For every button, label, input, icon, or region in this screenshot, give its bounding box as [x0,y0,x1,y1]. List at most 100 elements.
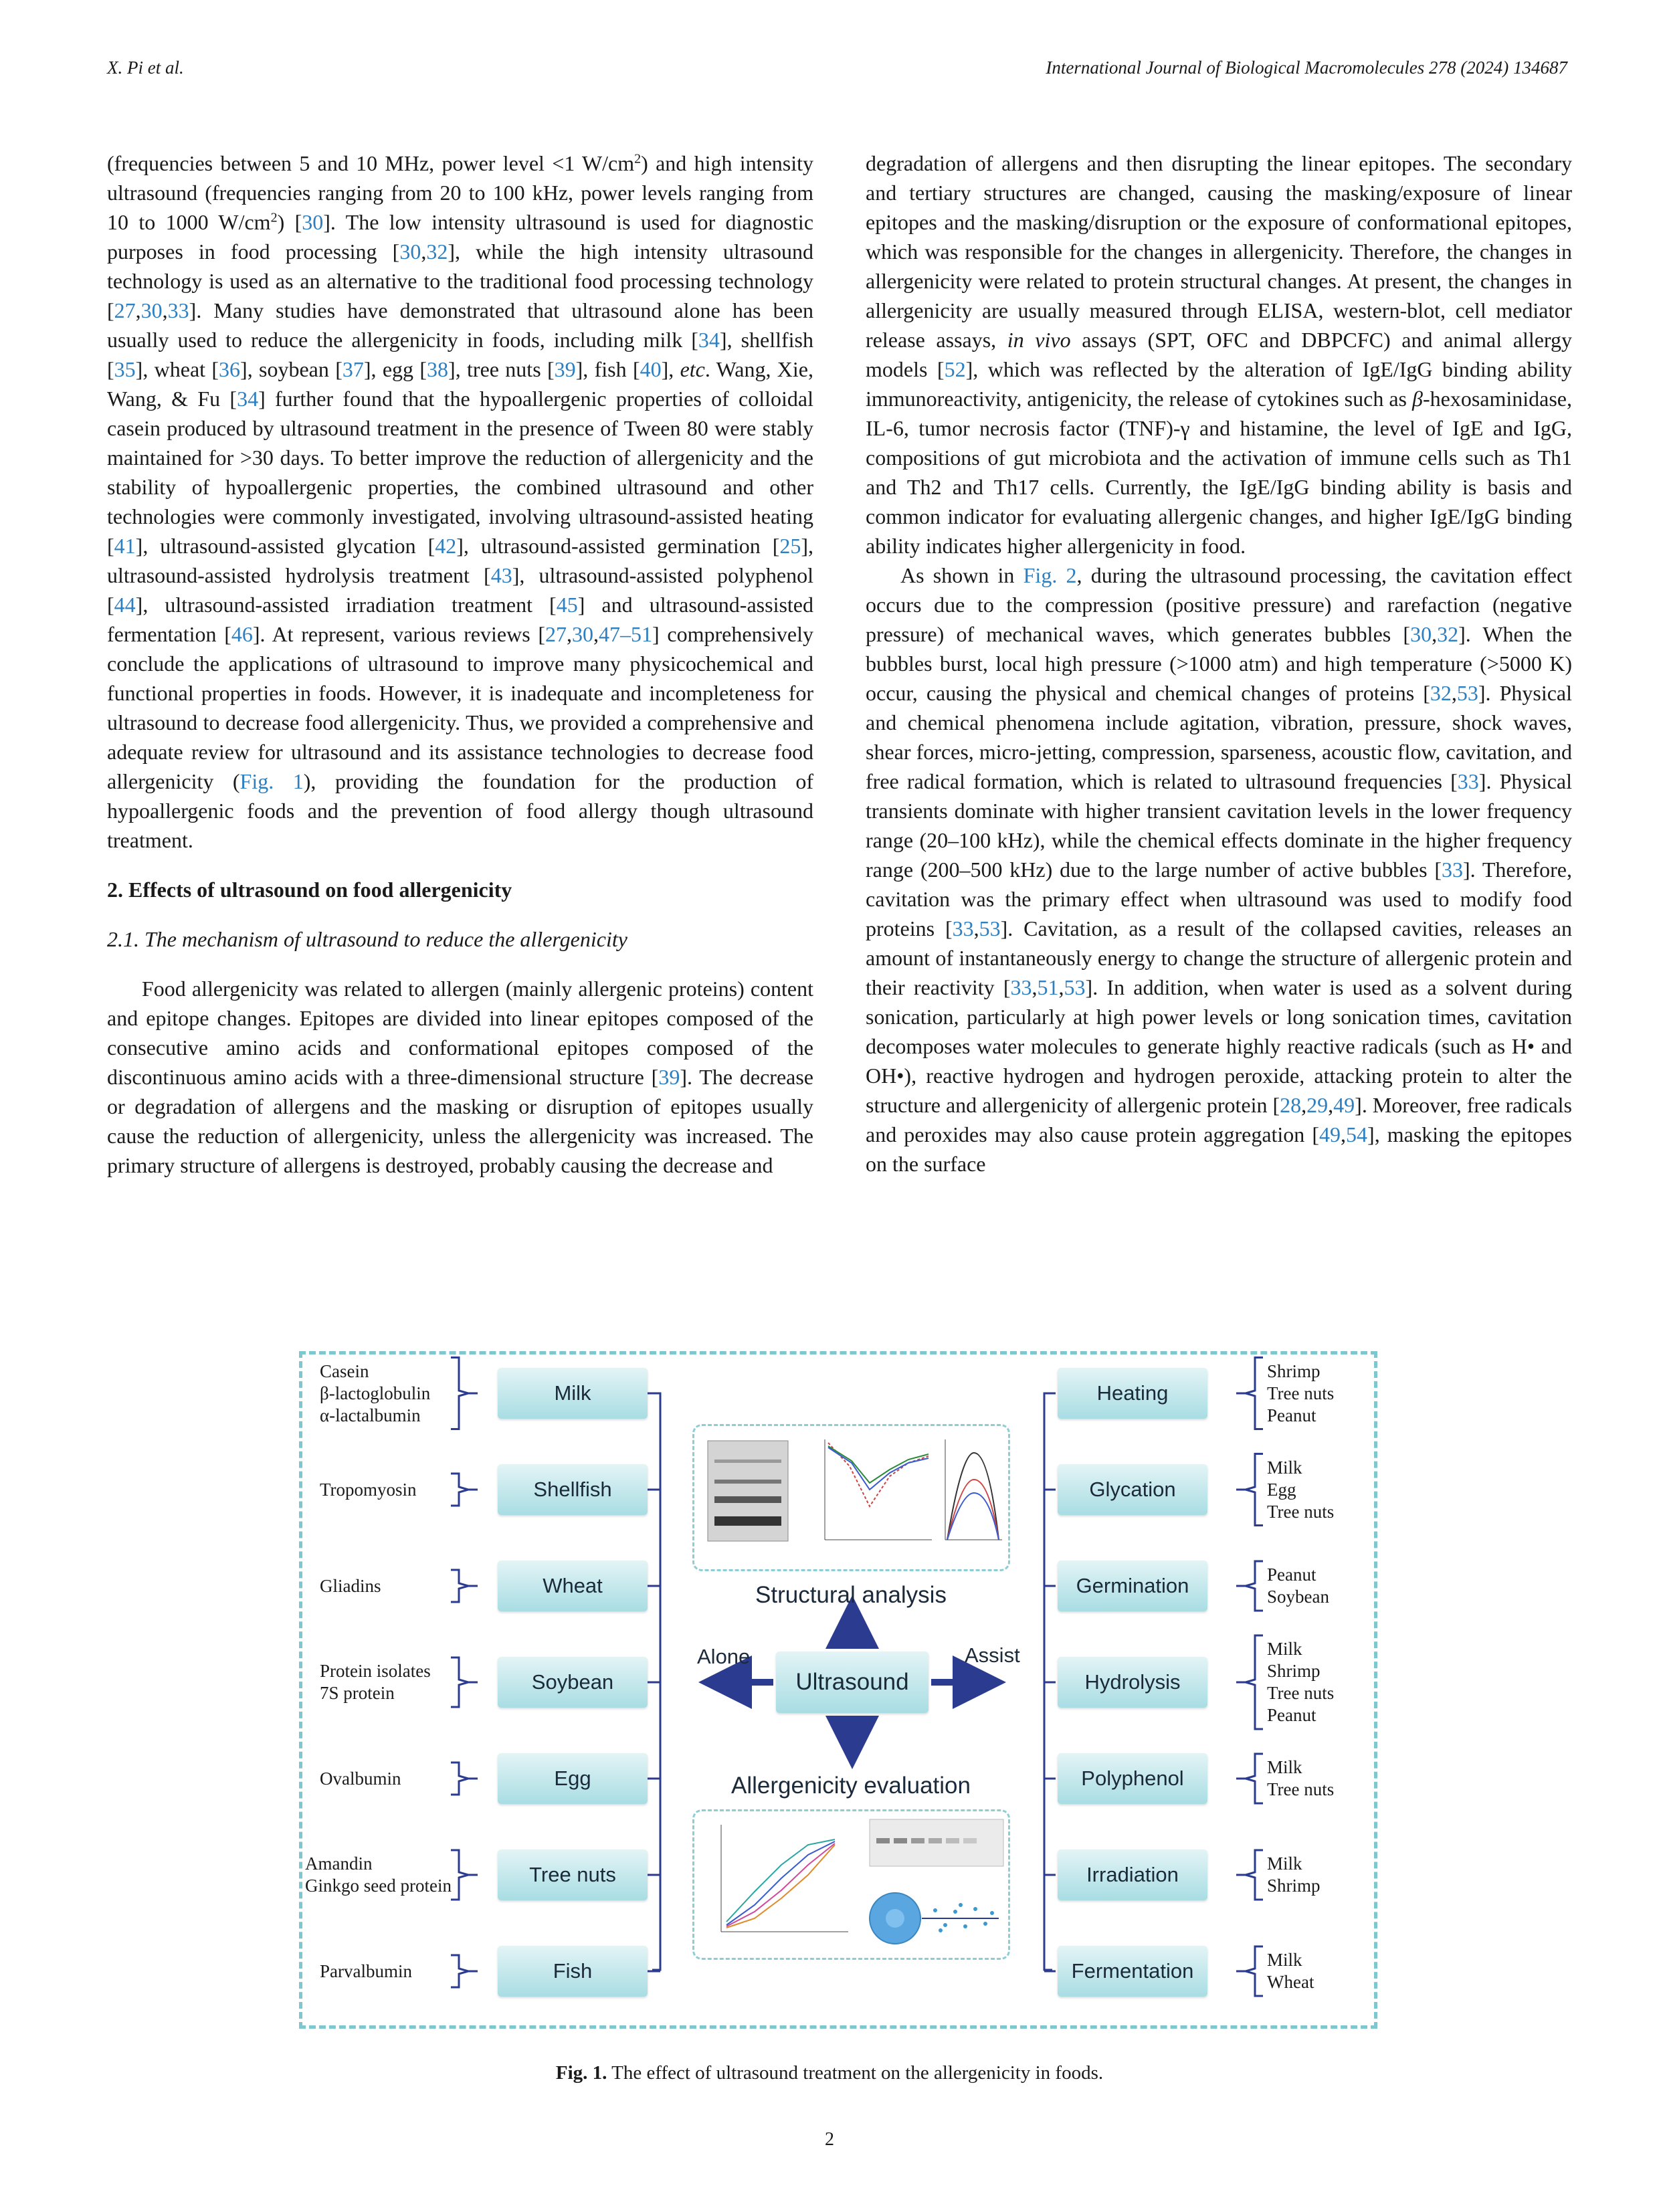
target-brace [1236,1356,1263,1430]
citation-link[interactable]: 34 [237,387,259,411]
subsection-heading: 2.1. The mechanism of ultrasound to redu… [107,927,627,951]
citation-link[interactable]: 32 [426,239,448,264]
citation-link[interactable]: 30 [302,210,324,234]
allergen-name: Ovalbumin [320,1768,401,1789]
citation-link[interactable]: 30 [399,239,421,264]
blot-band [929,1838,942,1843]
citation-link[interactable]: 53 [1456,681,1478,705]
citation-link[interactable]: 39 [554,357,576,381]
citation-link[interactable]: 25 [779,534,801,558]
allergen-brace [451,1356,478,1430]
food-box-soybean: Soybean [498,1657,648,1708]
food-box-tree-nuts: Tree nuts [498,1849,648,1900]
gel-band [714,1480,781,1484]
inhibition-curve [726,1839,836,1922]
method-box-hydrolysis: Hydrolysis [1058,1657,1207,1708]
citation-link[interactable]: 45 [556,593,578,617]
citation-link[interactable]: 27 [545,622,567,646]
left-column: (frequencies between 5 and 10 MHz, power… [107,148,813,1180]
paragraph: (frequencies between 5 and 10 MHz, power… [107,151,814,852]
target-brace [1236,1849,1263,1901]
target-food-name: Milk [1267,1639,1302,1659]
citation-link[interactable]: 40 [640,357,662,381]
citation-link[interactable]: 36 [219,357,241,381]
target-food-name: Soybean [1267,1587,1329,1607]
blot-band [946,1838,959,1843]
allergen-name: α-lactalbumin [320,1405,421,1425]
allergen-name: Ginkgo seed protein [305,1876,452,1896]
citation-link[interactable]: 49 [1319,1122,1341,1146]
allergenicity-plots [720,1819,1004,1944]
allergen-list: Ovalbumin [320,1768,401,1790]
citation-link[interactable]: 41 [114,534,136,558]
citation-link[interactable]: 53 [979,916,1001,940]
citation-link[interactable]: 52 [944,357,966,381]
alone-label: Alone [697,1645,751,1668]
structural-analysis-plots [707,1439,1002,1542]
target-food-name: Wheat [1267,1972,1314,1992]
citation-link[interactable]: 43 [490,563,512,587]
citation-link[interactable]: 33 [1442,858,1464,882]
citation-link[interactable]: 46 [231,622,253,646]
target-brace [1236,1453,1263,1526]
gel-band [714,1460,781,1463]
citation-link[interactable]: 53 [1064,975,1086,999]
citation-link[interactable]: 32 [1437,622,1459,646]
citation-link[interactable]: 49 [1333,1093,1355,1117]
allergen-name: β-lactoglobulin [320,1383,431,1403]
left-collector-line [652,1392,662,1971]
food-box-egg: Egg [498,1753,648,1804]
running-authors: X. Pi et al. [107,58,184,78]
citation-link[interactable]: 30 [140,298,163,322]
diagram-connectors [451,1356,1263,1997]
target-food-name: Shrimp [1267,1661,1321,1681]
cd-spectrum-curve [827,1445,929,1484]
figure-link[interactable]: Fig. 2 [1023,563,1077,587]
citation-link[interactable]: 42 [435,534,457,558]
allergen-brace [451,1656,478,1708]
cd-spectrum-curve [827,1447,929,1491]
right-collector-line [1043,1392,1052,1971]
citation-link[interactable]: 51 [1037,975,1059,999]
target-food-name: Tree nuts [1267,1683,1335,1703]
citation-link[interactable]: 29 [1306,1093,1329,1117]
citation-link[interactable]: 47–51 [599,622,653,646]
citation-link[interactable]: 39 [658,1065,680,1089]
citation-link[interactable]: 44 [114,593,136,617]
citation-link[interactable]: 28 [1280,1093,1302,1117]
ultrasound-box: Ultrasound [776,1651,929,1713]
food-box-wheat: Wheat [498,1561,648,1611]
cell-nucleus [886,1909,904,1928]
blot-band [911,1838,924,1843]
allergen-brace [451,1472,478,1507]
citation-link[interactable]: 34 [698,328,720,352]
citation-link[interactable]: 37 [342,357,364,381]
target-food-name: Peanut [1267,1405,1316,1425]
citation-link[interactable]: 33 [1457,769,1479,793]
method-box-fermentation: Fermentation [1058,1946,1207,1997]
citation-link[interactable]: 33 [1010,975,1032,999]
method-box-irradiation: Irradiation [1058,1849,1207,1900]
citation-link[interactable]: 32 [1430,681,1452,705]
sds-page-gel-image [707,1440,789,1542]
citation-link[interactable]: 54 [1346,1122,1368,1146]
section-heading: 2. Effects of ultrasound on food allerge… [107,878,512,902]
fluorescence-curve [947,1451,999,1540]
citation-link[interactable]: 30 [1410,622,1432,646]
citation-link[interactable]: 33 [167,298,189,322]
citation-link[interactable]: 27 [114,298,136,322]
figure-link[interactable]: Fig. 1 [239,769,304,793]
citation-link[interactable]: 35 [114,357,136,381]
target-food-name: Peanut [1267,1705,1316,1725]
citation-link[interactable]: 33 [952,916,974,940]
citation-link[interactable]: 30 [572,622,594,646]
right-column: degradation of allergens and then disrup… [866,148,1572,1179]
citation-link[interactable]: 38 [427,357,449,381]
paragraph: Food allergenicity was related to allerg… [107,977,814,1177]
allergen-name: Protein isolates [320,1661,431,1681]
